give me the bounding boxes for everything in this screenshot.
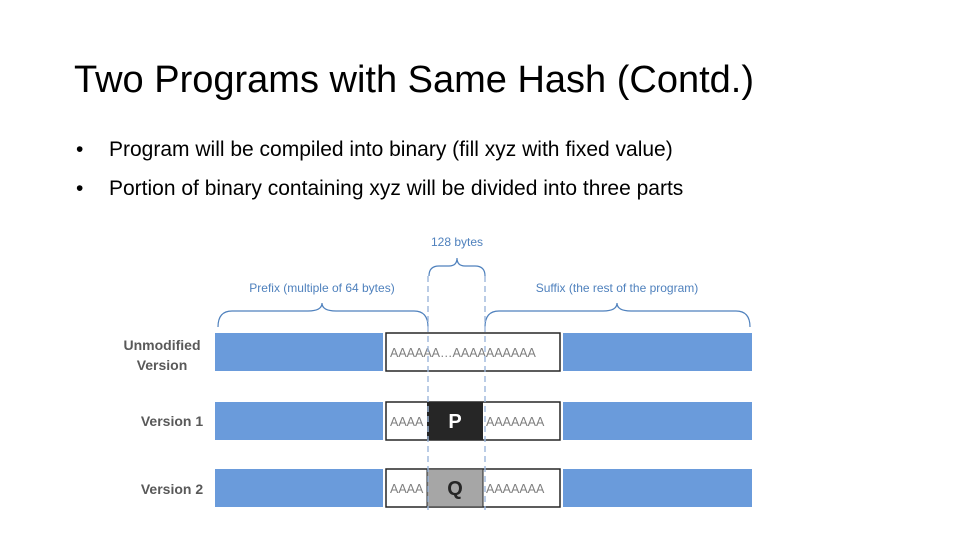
left-a-text: AAAA [390, 482, 424, 496]
row-label: Version 2 [141, 481, 203, 497]
bullet-text: Portion of binary containing xyz will be… [109, 177, 684, 200]
row-label: Version [137, 357, 188, 373]
left-a-text: AAAA [390, 415, 424, 429]
middle-box [385, 332, 561, 372]
suffix-label: Suffix (the rest of the program) [536, 281, 699, 295]
prefix-bar [215, 402, 383, 440]
slide-title: Two Programs with Same Hash (Contd.) [74, 59, 755, 101]
prefix-label: Prefix (multiple of 64 bytes) [249, 281, 394, 295]
right-a-text: AAAAAAA [486, 482, 545, 496]
suffix-bar [563, 402, 752, 440]
block-p-letter: P [448, 411, 461, 433]
bullet-text: Program will be compiled into binary (fi… [109, 138, 673, 161]
bullet-dot: • [76, 177, 84, 200]
bullet-dot: • [76, 138, 84, 161]
suffix-brace [484, 302, 751, 328]
row-label: Unmodified [124, 337, 201, 353]
prefix-bar [215, 469, 383, 507]
right-a-text: AAAAAAA [486, 415, 545, 429]
middle-size-label: 128 bytes [431, 235, 483, 249]
suffix-bar [563, 469, 752, 507]
middle-brace [428, 257, 486, 277]
row-label: Version 1 [141, 413, 203, 429]
middle-a-text: AAAAAA…AAAAAAAAAA [390, 346, 537, 360]
suffix-bar [563, 333, 752, 371]
prefix-brace [217, 302, 429, 328]
block-q-letter: Q [447, 478, 463, 500]
block-q [426, 468, 484, 508]
prefix-bar [215, 333, 383, 371]
block-p [427, 402, 483, 440]
